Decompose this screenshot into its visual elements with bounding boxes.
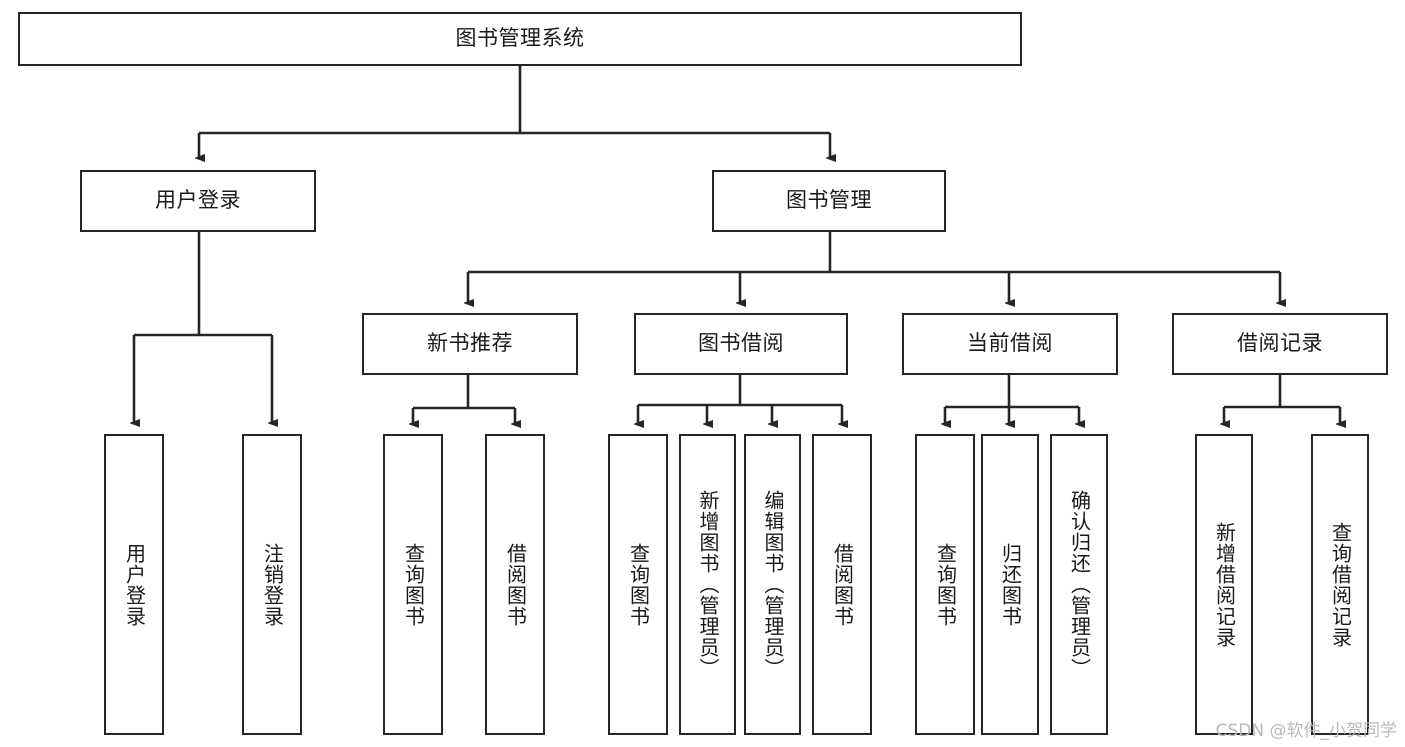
node-label: 用户登录 (155, 188, 241, 213)
node-root-system[interactable]: 图书管理系统 (18, 12, 1022, 66)
node-label: 注销登录 (260, 542, 285, 627)
node-label: 查询借阅记录 (1328, 521, 1353, 648)
leaf-user-login-login[interactable]: 用户登录 (104, 434, 164, 735)
node-label: 确认归还（管理员） (1067, 490, 1092, 679)
node-label: 归还图书 (998, 542, 1023, 627)
node-user-login[interactable]: 用户登录 (80, 170, 316, 232)
node-label: 图书管理系统 (455, 26, 585, 51)
node-label: 借阅图书 (503, 542, 528, 627)
node-label: 编辑图书（管理员） (761, 490, 785, 679)
leaf-record-query[interactable]: 查询借阅记录 (1311, 434, 1369, 735)
leaf-record-add[interactable]: 新增借阅记录 (1195, 434, 1253, 735)
node-label: 图书借阅 (698, 331, 784, 356)
node-book-borrow[interactable]: 图书借阅 (634, 313, 848, 375)
node-label: 新增借阅记录 (1212, 521, 1237, 648)
node-current-borrow[interactable]: 当前借阅 (902, 313, 1118, 375)
leaf-new-book-borrow[interactable]: 借阅图书 (485, 434, 545, 735)
leaf-current-confirm-return[interactable]: 确认归还（管理员） (1050, 434, 1108, 735)
node-label: 新书推荐 (427, 331, 513, 356)
leaf-borrow-add-book[interactable]: 新增图书（管理员） (679, 434, 736, 735)
node-label: 借阅记录 (1237, 331, 1323, 356)
node-book-management[interactable]: 图书管理 (712, 170, 946, 232)
leaf-user-login-logout[interactable]: 注销登录 (242, 434, 302, 735)
node-label: 借阅图书 (830, 542, 855, 627)
node-label: 图书管理 (786, 188, 872, 213)
leaf-borrow-query-book[interactable]: 查询图书 (608, 434, 668, 735)
node-label: 用户登录 (122, 542, 147, 627)
leaf-borrow-borrow-book[interactable]: 借阅图书 (812, 434, 872, 735)
csdn-watermark: CSDN @软件_小贺同学 (1215, 721, 1397, 741)
node-label: 查询图书 (401, 542, 426, 627)
leaf-new-book-query[interactable]: 查询图书 (383, 434, 443, 735)
node-label: 查询图书 (626, 542, 651, 627)
node-new-book-recommend[interactable]: 新书推荐 (362, 313, 578, 375)
node-label: 新增图书（管理员） (696, 490, 720, 679)
leaf-current-return-book[interactable]: 归还图书 (981, 434, 1039, 735)
node-label: 查询图书 (933, 542, 958, 627)
node-label: 当前借阅 (967, 331, 1053, 356)
leaf-current-query-book[interactable]: 查询图书 (915, 434, 975, 735)
node-borrow-record[interactable]: 借阅记录 (1172, 313, 1388, 375)
leaf-borrow-edit-book[interactable]: 编辑图书（管理员） (744, 434, 801, 735)
